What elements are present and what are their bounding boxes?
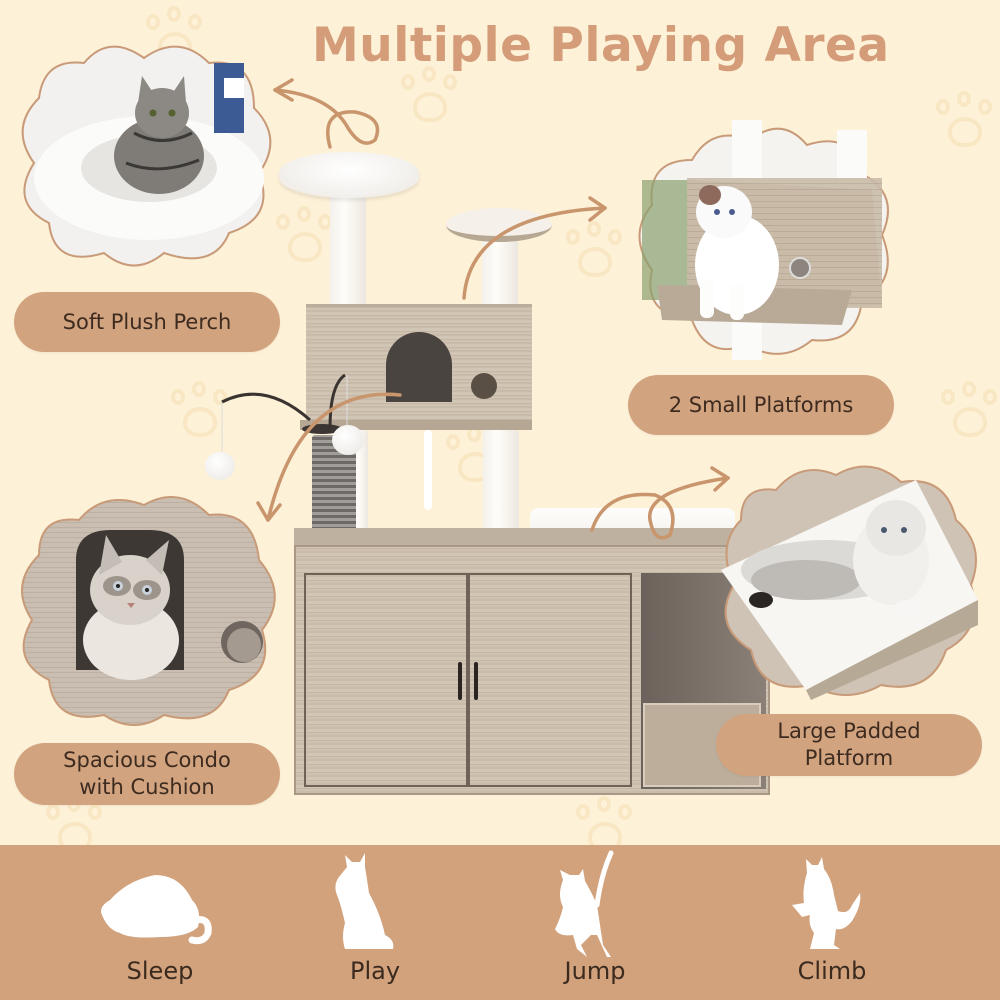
feature-photo-large-padded-platform <box>716 460 984 700</box>
page-title: Multiple Playing Area <box>312 18 890 73</box>
feature-label-text: Soft Plush Perch <box>62 309 232 334</box>
paw-print-decoration <box>930 91 1000 155</box>
cabinet-top <box>294 528 770 546</box>
litter-box-cabinet <box>294 545 770 795</box>
sisal-post <box>483 430 519 535</box>
round-plush-perch <box>279 152 419 198</box>
activity-sleep: Sleep <box>80 845 240 1000</box>
feature-label-spacious-condo: Spacious Condo with Cushion <box>14 743 280 805</box>
feature-photo-small-platforms <box>632 120 894 360</box>
paw-print-decoration <box>935 381 1000 445</box>
activity-label: Play <box>349 957 401 985</box>
feature-photo-spacious-condo <box>14 490 276 730</box>
small-platform <box>446 208 552 242</box>
paw-print-decoration <box>395 66 465 130</box>
feature-label-text: Platform <box>804 746 894 770</box>
activity-jump: Jump <box>515 845 675 1000</box>
paw-print-decoration <box>560 221 630 285</box>
feature-label-text: 2 Small Platforms <box>668 392 854 417</box>
condo-door <box>386 332 452 402</box>
pom-pom-toy <box>205 452 235 480</box>
activity-label: Climb <box>797 957 867 985</box>
feature-label-small-platforms: 2 Small Platforms <box>628 375 894 435</box>
activity-label: Sleep <box>126 957 194 985</box>
activities-band: Sleep Play Jump Climb <box>0 845 1000 1000</box>
condo-base <box>300 420 532 430</box>
activity-label: Jump <box>564 957 626 985</box>
sitting-cat-icon <box>335 853 394 949</box>
pom-pom-toy <box>332 425 364 455</box>
activity-play: Play <box>295 845 455 1000</box>
cabinet-door-left <box>304 573 468 787</box>
sleeping-cat-icon <box>101 875 212 945</box>
door-handle <box>458 662 462 700</box>
activity-climb: Climb <box>752 845 912 1000</box>
sisal-post <box>330 185 366 305</box>
paw-print-decoration <box>165 381 235 445</box>
condo-box <box>306 304 532 424</box>
feature-label-soft-plush-perch: Soft Plush Perch <box>14 292 280 352</box>
dangling-toy <box>424 430 432 510</box>
feature-label-text: Large Padded <box>777 719 921 743</box>
cabinet-door-right <box>468 573 632 787</box>
paw-print-decoration <box>570 796 640 860</box>
sisal-post <box>482 235 518 305</box>
condo-peephole <box>471 373 497 399</box>
feature-photo-soft-plush-perch <box>14 38 276 268</box>
standing-cat-icon <box>792 857 861 949</box>
feature-label-text: Spacious Condo <box>63 748 231 772</box>
jumping-cat-icon <box>555 850 614 957</box>
feature-label-text: with Cushion <box>79 775 215 799</box>
door-handle <box>474 662 478 700</box>
feature-label-large-padded-platform: Large Padded Platform <box>716 714 982 776</box>
